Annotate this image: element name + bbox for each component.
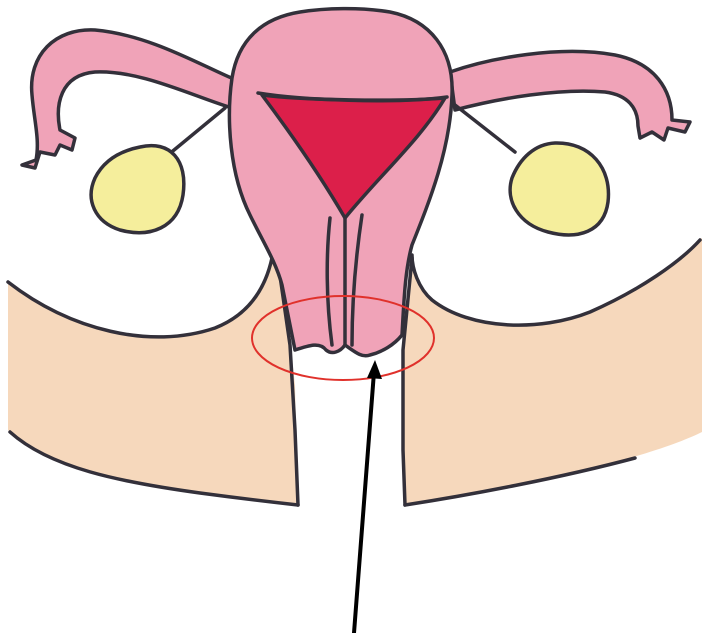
pointer-arrow-shaft (354, 372, 374, 633)
left-ovarian-ligament (168, 108, 225, 155)
right-pelvic-tissue (402, 238, 702, 505)
left-pelvic-tissue (8, 258, 298, 505)
left-fallopian-tube (22, 30, 236, 168)
left-ovary (91, 146, 184, 233)
right-fallopian-tube (450, 51, 690, 140)
right-ovarian-ligament (455, 105, 515, 152)
right-ovary (510, 143, 608, 235)
pointer-arrowhead (367, 360, 382, 379)
